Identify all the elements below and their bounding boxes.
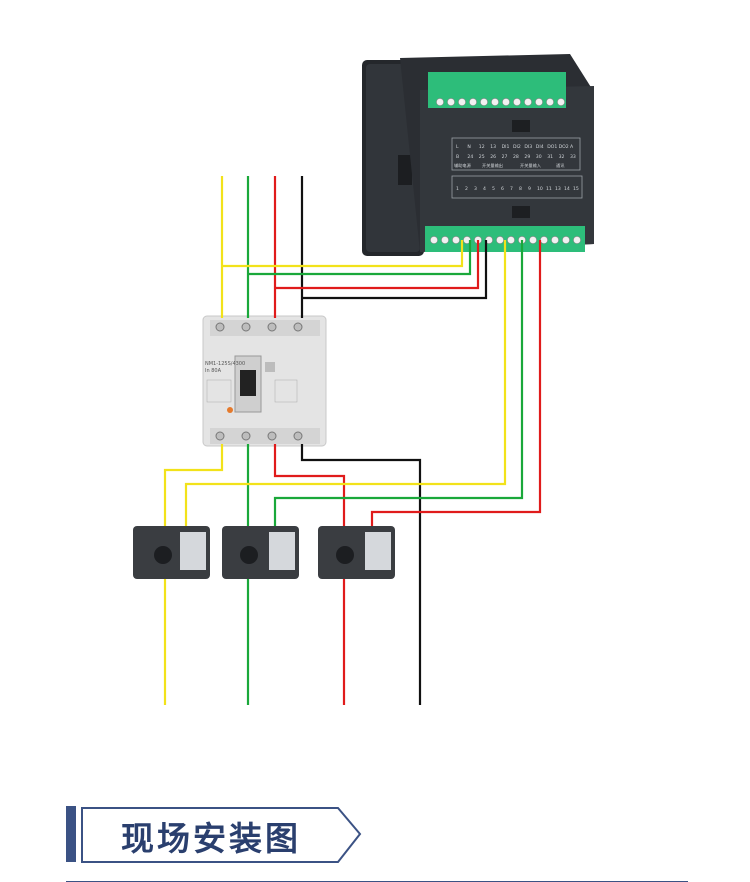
meter-terminal-label: 6 <box>501 186 504 192</box>
breaker-terminal-screw <box>267 322 277 332</box>
meter-terminal-label: DI4 <box>536 144 544 150</box>
meter-group-caption: 通讯 <box>556 162 565 169</box>
meter-terminal-label: 12 <box>479 144 485 150</box>
meter-terminal-label: 25 <box>479 154 485 160</box>
ct-a-secondary-lead <box>184 240 507 540</box>
terminal-screw <box>436 98 444 106</box>
terminal-screw <box>562 236 570 244</box>
breaker-terminal-screw <box>267 431 277 441</box>
meter-terminal-label: 4 <box>483 186 486 192</box>
terminal-screw <box>524 98 532 106</box>
meter-group-caption: 开关量输入 <box>520 162 542 169</box>
meter-terminal-label: 2 <box>465 186 468 192</box>
meter-terminal-label: 26 <box>490 154 496 160</box>
terminal-screw <box>447 98 455 106</box>
meter-bottom-label-panel <box>451 175 583 199</box>
meter-terminal-label: 9 <box>528 186 531 192</box>
terminal-screw <box>441 236 449 244</box>
breaker-rating: In 80A <box>205 368 222 374</box>
terminal-screw <box>557 98 565 106</box>
meter-terminal-label: 3 <box>474 186 477 192</box>
meter-terminal-label: DO1 <box>547 144 557 150</box>
breaker-body <box>202 315 327 447</box>
terminal-screw <box>529 236 537 244</box>
ct-b-secondary-lead <box>273 240 524 540</box>
meter-terminal-label: 10 <box>537 186 543 192</box>
terminal-screw <box>513 98 521 106</box>
meter-terminal-label: DO2 <box>559 144 569 150</box>
terminal-screw <box>469 98 477 106</box>
terminal-screw <box>540 236 548 244</box>
breaker-terminal-screw <box>215 431 225 441</box>
meter-terminal-label: DI3 <box>524 144 532 150</box>
terminal-screw <box>573 236 581 244</box>
meter-terminal-label: 13 <box>555 186 561 192</box>
terminal-screw <box>535 98 543 106</box>
breaker-terminal-screw <box>293 322 303 332</box>
phase-c-load-wire <box>273 444 346 705</box>
ct-phase-c <box>318 526 395 579</box>
phase-a-load-wire <box>163 444 224 705</box>
meter-top-label-panel <box>451 137 581 171</box>
meter-terminal-label: 30 <box>536 154 542 160</box>
phase-c-voltage-tap <box>275 240 480 290</box>
breaker-terminal-screw <box>293 431 303 441</box>
meter-terminal-label: DI2 <box>513 144 521 150</box>
terminal-screw <box>551 236 559 244</box>
meter-terminal-label: 5 <box>492 186 495 192</box>
terminal-screw <box>546 98 554 106</box>
neutral-load-wire <box>300 444 422 705</box>
meter-terminal-label: DI1 <box>502 144 510 150</box>
meter-terminal-label: 8 <box>519 186 522 192</box>
meter-terminal-label: N <box>467 144 470 150</box>
meter-terminal-label: B <box>456 154 459 160</box>
terminal-screw <box>430 236 438 244</box>
breaker-terminal-screw <box>241 322 251 332</box>
meter-terminal-label: 11 <box>546 186 552 192</box>
terminal-screw <box>491 98 499 106</box>
meter-terminal-label: 24 <box>467 154 473 160</box>
meter-terminal-label: 33 <box>570 154 576 160</box>
section-title-frame <box>81 807 362 863</box>
wiring <box>163 176 542 705</box>
meter-terminal-label: A <box>570 144 574 150</box>
neutral-voltage-tap <box>302 240 488 300</box>
terminal-screw <box>480 98 488 106</box>
section-title: 现场安装图 <box>121 819 301 858</box>
ct-phase-b <box>222 526 299 579</box>
meter-terminal-label: 13 <box>490 144 496 150</box>
phase-b-voltage-tap <box>248 240 472 276</box>
meter-terminal-label: 15 <box>573 186 579 192</box>
ct-phase-a <box>133 526 210 579</box>
meter-terminal-label: 32 <box>559 154 565 160</box>
terminal-screw <box>458 98 466 106</box>
terminal-screw <box>452 236 460 244</box>
breaker-terminal-screw <box>241 431 251 441</box>
breaker-model: NM1-125S/4300 <box>205 361 245 367</box>
meter-terminal-label: 29 <box>524 154 530 160</box>
section-title-accent <box>66 806 76 862</box>
molded-case-breaker: NM1-125S/4300 In 80A <box>202 315 327 447</box>
meter-terminal-label: 7 <box>510 186 513 192</box>
meter-terminal-label: 1 <box>456 186 459 192</box>
meter-terminal-label: L <box>456 144 459 150</box>
meter-group-caption: 辅助电源 <box>454 162 472 169</box>
current-transformers <box>133 526 395 579</box>
meter-terminal-label: 28 <box>513 154 519 160</box>
phase-a-voltage-tap <box>222 240 464 268</box>
terminal-screw <box>496 236 504 244</box>
terminal-screw <box>507 236 515 244</box>
meter-terminal-label: 27 <box>502 154 508 160</box>
terminal-screw <box>502 98 510 106</box>
breaker-toggle-handle <box>240 370 256 396</box>
breaker-terminal-screw <box>215 322 225 332</box>
ct-c-secondary-lead <box>370 240 542 540</box>
meter-group-caption: 开关量输出 <box>482 162 503 169</box>
meter-terminal-label: 31 <box>547 154 553 160</box>
meter-terminal-label: 14 <box>564 186 570 192</box>
